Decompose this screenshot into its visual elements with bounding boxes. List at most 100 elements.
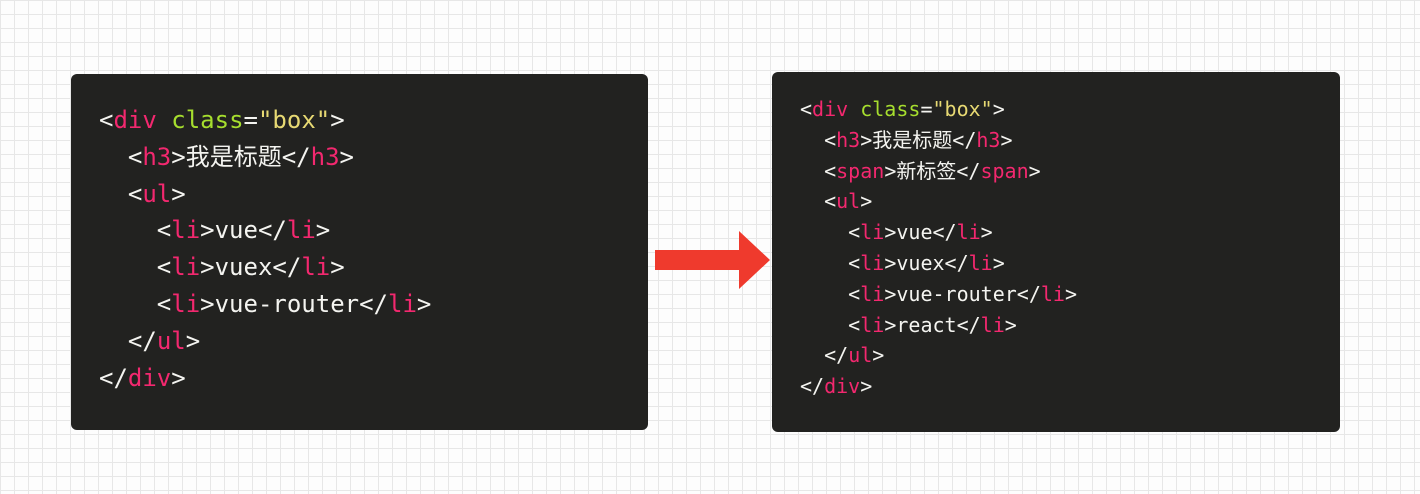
code-punctuation: > <box>980 220 993 245</box>
tag-name: li <box>968 250 993 275</box>
code-line: </div> <box>800 371 1340 402</box>
tag-name: li <box>956 220 981 245</box>
code-punctuation: </ <box>956 312 981 337</box>
code-punctuation: > <box>992 97 1005 121</box>
code-punctuation: > <box>330 106 345 134</box>
code-punctuation: > <box>884 158 897 183</box>
tag-name: li <box>388 289 417 318</box>
code-punctuation <box>848 97 860 121</box>
code-block-after: <div class="box"> <h3>我是标题</h3> <span>新标… <box>800 94 1340 402</box>
text-content: vue <box>896 220 933 245</box>
tag-name: h3 <box>142 142 172 171</box>
code-punctuation: > <box>171 142 186 171</box>
tag-name: li <box>860 250 885 275</box>
tag-name: li <box>860 220 885 245</box>
code-punctuation <box>157 106 171 134</box>
attribute-value: "box" <box>932 97 993 121</box>
right-arrow-icon <box>655 231 770 289</box>
code-punctuation: < <box>156 289 172 318</box>
code-line: <li>vuex</li> <box>99 249 648 286</box>
code-punctuation: > <box>860 127 873 152</box>
attribute-name: class <box>171 106 244 134</box>
code-punctuation: </ <box>824 343 849 368</box>
code-punctuation: > <box>200 216 215 245</box>
tag-name: li <box>171 289 201 318</box>
code-punctuation: > <box>1064 281 1078 306</box>
code-panel-after: <div class="box"> <h3>我是标题</h3> <span>新标… <box>772 72 1340 432</box>
code-punctuation: </ <box>956 158 981 183</box>
tag-name: li <box>301 253 331 282</box>
code-line: </ul> <box>800 340 1340 371</box>
tag-name: li <box>171 216 201 245</box>
indent <box>99 216 157 244</box>
code-line: <h3>我是标题</h3> <box>800 125 1340 156</box>
code-punctuation: < <box>156 216 172 245</box>
tag-name: div <box>127 363 172 392</box>
tag-name: li <box>860 312 885 337</box>
code-punctuation: > <box>884 312 897 337</box>
indent <box>99 180 128 208</box>
code-line: </div> <box>99 360 648 397</box>
text-content: 我是标题 <box>185 142 282 171</box>
text-content: vuex <box>214 253 273 282</box>
indent <box>99 327 128 355</box>
code-punctuation: > <box>1004 312 1017 337</box>
code-punctuation: </ <box>1016 281 1041 306</box>
indent <box>800 128 824 152</box>
code-punctuation: < <box>824 158 837 183</box>
code-line: <div class="box"> <box>800 94 1340 125</box>
tag-name: ul <box>836 189 861 214</box>
text-content: vue-router <box>896 281 1017 306</box>
code-punctuation: </ <box>932 220 957 245</box>
code-punctuation: > <box>416 289 432 318</box>
code-line: <span>新标签</span> <box>800 156 1340 187</box>
indent <box>99 143 128 171</box>
code-punctuation: < <box>127 142 143 171</box>
code-punctuation: < <box>824 127 837 152</box>
text-content: react <box>896 312 957 337</box>
code-punctuation: </ <box>944 250 969 275</box>
text-content: vue <box>214 216 258 245</box>
tag-name: li <box>860 281 885 306</box>
code-punctuation: > <box>200 253 215 282</box>
code-punctuation: </ <box>281 142 311 171</box>
indent <box>800 189 824 213</box>
code-punctuation: < <box>824 189 837 214</box>
tag-name: li <box>286 216 316 245</box>
code-punctuation: > <box>339 142 354 171</box>
code-line: </ul> <box>99 323 648 360</box>
code-punctuation: < <box>848 250 861 275</box>
text-content: vue-router <box>214 289 360 318</box>
tag-name: h3 <box>310 142 340 171</box>
code-punctuation: </ <box>99 363 128 392</box>
text-content: 新标签 <box>896 158 957 183</box>
tag-name: div <box>824 374 861 399</box>
code-punctuation: > <box>171 363 186 392</box>
indent <box>800 251 848 275</box>
code-punctuation: > <box>884 220 897 245</box>
code-punctuation: > <box>860 189 873 214</box>
tag-name: ul <box>156 326 186 355</box>
arrow-shape <box>655 231 770 289</box>
tag-name: li <box>171 253 201 282</box>
tag-name: span <box>980 158 1029 183</box>
code-line: <li>vue-router</li> <box>99 286 648 323</box>
code-line: <ul> <box>99 176 648 213</box>
code-punctuation: = <box>920 97 933 121</box>
code-punctuation: = <box>243 106 258 134</box>
code-punctuation: > <box>171 179 186 208</box>
code-punctuation: </ <box>257 216 287 245</box>
code-line: <li>react</li> <box>800 310 1340 341</box>
tag-name: li <box>980 312 1005 337</box>
code-line: <li>vue</li> <box>99 212 648 249</box>
code-punctuation: > <box>1000 127 1013 152</box>
code-line: <li>vuex</li> <box>800 248 1340 279</box>
code-punctuation: </ <box>800 374 825 399</box>
code-punctuation: < <box>848 220 861 245</box>
indent <box>800 343 824 367</box>
code-punctuation: > <box>860 374 873 399</box>
tag-name: h3 <box>976 127 1001 152</box>
code-punctuation: < <box>848 312 861 337</box>
code-punctuation: < <box>800 97 813 121</box>
tag-name: div <box>113 106 157 134</box>
